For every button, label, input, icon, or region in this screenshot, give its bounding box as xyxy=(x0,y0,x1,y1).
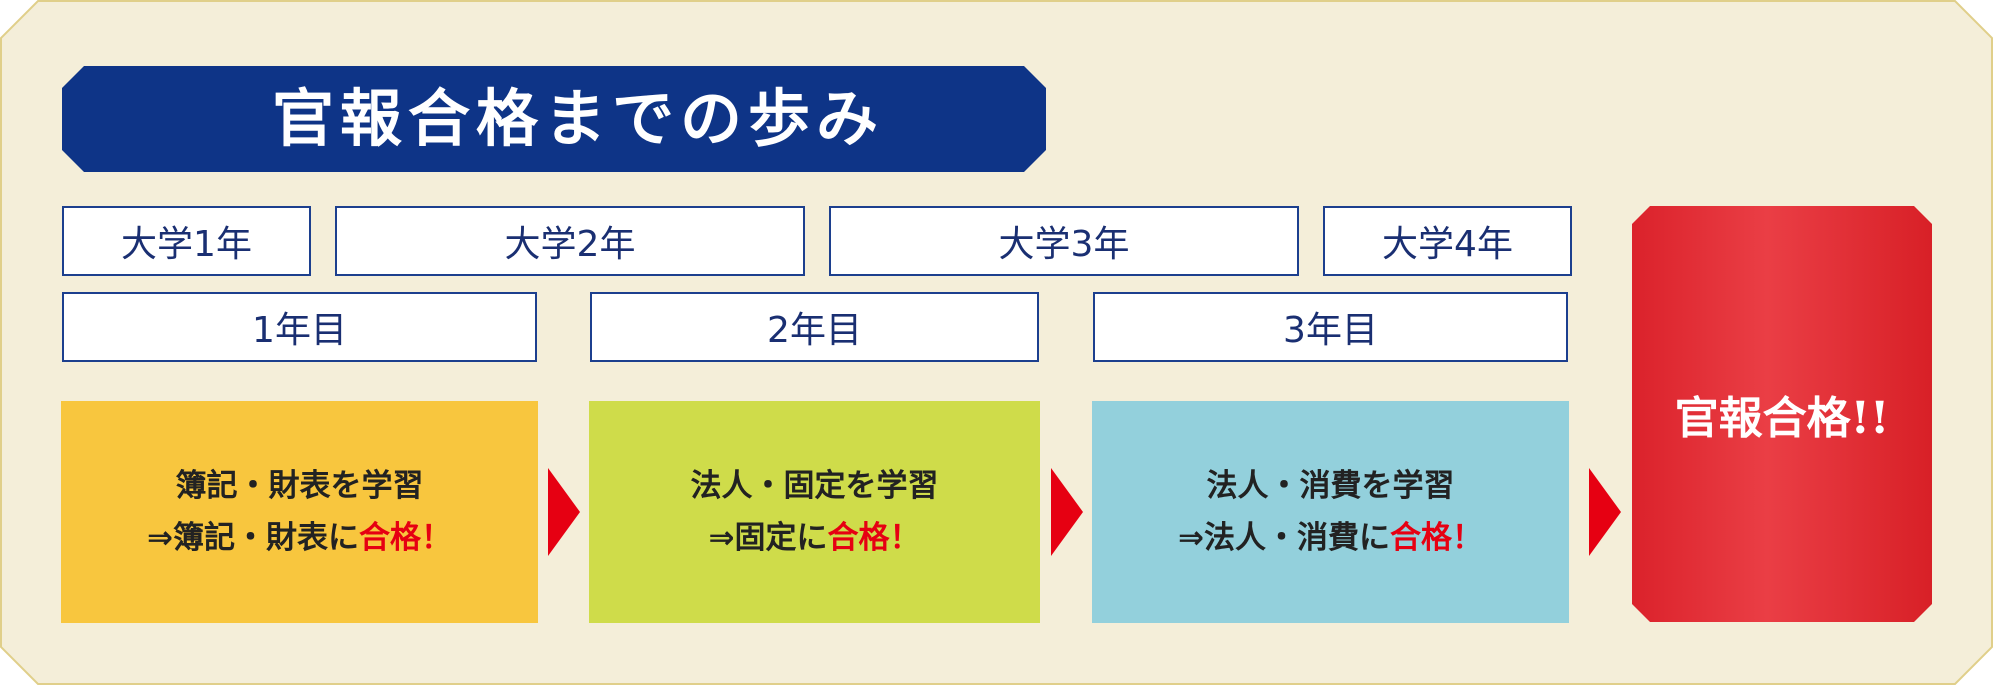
university-year-2-label: 大学2年 xyxy=(335,206,805,276)
stage-1-line1: 簿記・財表を学習 xyxy=(175,468,424,504)
stage-1-result: ⇒簿記・財表に xyxy=(147,520,359,556)
arrow-right-icon xyxy=(548,468,580,556)
stage-1-box: 簿記・財表を学習 ⇒簿記・財表に合格！ xyxy=(61,401,538,623)
title-banner: 官報合格までの歩み xyxy=(62,66,1046,172)
study-year-3-label: 3年目 xyxy=(1093,292,1568,362)
stage-3-line1: 法人・消費を学習 xyxy=(1206,468,1455,504)
arrow-right-icon xyxy=(1589,468,1621,556)
university-year-3-label: 大学3年 xyxy=(829,206,1299,276)
stage-2-result: ⇒固定に xyxy=(708,520,828,556)
stage-3-line2: ⇒法人・消費に合格！ xyxy=(1178,512,1483,564)
stage-3-result: ⇒法人・消費に xyxy=(1178,520,1390,556)
stage-3-box: 法人・消費を学習 ⇒法人・消費に合格！ xyxy=(1092,401,1569,623)
arrow-right-icon xyxy=(1051,468,1083,556)
stage-2-pass: 合格！ xyxy=(827,520,921,556)
final-pass-box: 官報合格!! xyxy=(1632,206,1932,622)
stage-2-line2: ⇒固定に合格！ xyxy=(709,512,921,564)
stage-1-line2: ⇒簿記・財表に合格！ xyxy=(147,512,452,564)
stage-2-box: 法人・固定を学習 ⇒固定に合格！ xyxy=(589,401,1040,623)
study-year-2-label: 2年目 xyxy=(590,292,1039,362)
stage-2-line1: 法人・固定を学習 xyxy=(690,468,939,504)
final-pass-label: 官報合格!! xyxy=(1674,393,1890,444)
stage-1-pass: 合格！ xyxy=(358,520,452,556)
university-year-1-label: 大学1年 xyxy=(62,206,311,276)
stage-3-pass: 合格！ xyxy=(1389,520,1483,556)
study-year-1-label: 1年目 xyxy=(62,292,537,362)
university-year-4-label: 大学4年 xyxy=(1323,206,1572,276)
page-title: 官報合格までの歩み xyxy=(272,82,885,155)
